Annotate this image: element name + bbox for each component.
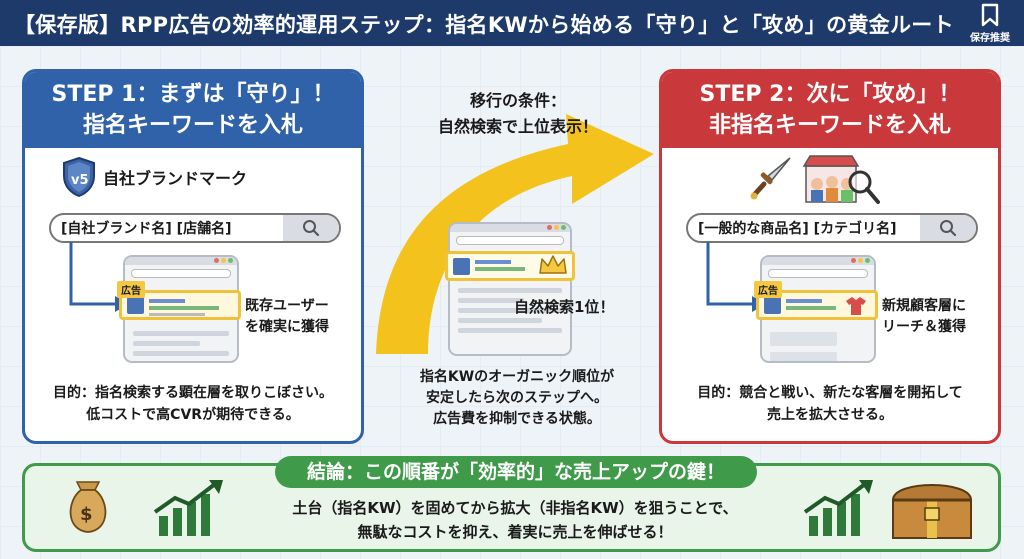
step1-search-bar[interactable]: [自社ブランド名] [店舗名] <box>49 213 341 243</box>
search-icon <box>303 220 320 237</box>
step2-side-line2: リーチ＆獲得 <box>882 319 966 335</box>
step1-header: STEP 1：まずは「守り」！ 指名キーワードを入札 <box>25 72 361 148</box>
treasure-chest-icon <box>891 484 973 539</box>
save-label: 保存推奨 <box>970 33 1010 44</box>
conclusion-line1: 土台（指名KW）を固めてから拡大（非指名KW）を狙うことで、 <box>292 499 738 517</box>
growth-chart-icon <box>803 480 873 536</box>
cond-line1: 移行の条件： <box>469 91 566 110</box>
header-bar: 【保存版】RPP広告の効率的運用ステップ：指名KWから始める「守り」と「攻め」の… <box>0 0 1024 46</box>
step2-side-line1: 新規顧客層に <box>882 298 966 314</box>
search-icon <box>940 220 957 237</box>
mid-text-line1: 指名KWのオーガニック順位が <box>419 369 615 385</box>
svg-text:$: $ <box>80 504 93 525</box>
shirt-icon <box>846 297 866 315</box>
organic-rank-label: 自然検索1位！ <box>514 298 615 316</box>
growth-chart-icon <box>153 480 223 536</box>
svg-text:v5: v5 <box>71 173 89 188</box>
step1-search-button[interactable] <box>283 215 339 241</box>
step1-title-line2: 指名キーワードを入札 <box>82 113 303 138</box>
step2-search-query: [一般的な商品名] [カテゴリ名] <box>698 221 897 237</box>
middle-phone-mockup <box>448 222 572 356</box>
step1-goal-line2: 低コストで高CVRが期待できる。 <box>86 407 300 423</box>
step2-card: STEP 2：次に「攻め」！ 非指名キーワードを入札 [一般的な商品名] [カテ… <box>659 69 1001 444</box>
step1-card: STEP 1：まずは「守り」！ 指名キーワードを入札 v5 自社ブランドマーク … <box>22 69 364 444</box>
brand-label: 自社ブランドマーク <box>103 169 248 188</box>
step2-title-line2: 非指名キーワードを入札 <box>708 113 951 138</box>
mid-text-line3: 広告費を抑制できる状態。 <box>433 411 601 427</box>
step1-goal: 目的：指名検索する顕在層を取りこぼさい。 低コストで高CVRが期待できる。 <box>33 382 353 426</box>
step2-side-text: 新規顧客層に リーチ＆獲得 <box>882 296 966 338</box>
shield-icon: v5 <box>63 156 95 198</box>
transition-description: 指名KWのオーガニック順位が 安定したら次のステップへ。 広告費を抑制できる状態… <box>376 367 658 430</box>
transition-arrow <box>376 114 654 354</box>
step2-goal-line2: 売上を拡大させる。 <box>767 407 893 423</box>
step2-goal: 目的：競合と戦い、新たな客層を開拓して 売上を拡大させる。 <box>670 382 990 426</box>
sword-icon <box>750 157 791 200</box>
step1-ad-tag: 広告 <box>117 281 145 298</box>
conclusion-text: 土台（指名KW）を固めてから拡大（非指名KW）を狙うことで、 無駄なコストを抑え… <box>255 496 775 544</box>
mid-text-line2: 安定したら次のステップへ。 <box>426 390 608 406</box>
step2-ad-tag: 広告 <box>754 281 782 298</box>
page-title: 【保存版】RPP広告の効率的運用ステップ：指名KWから始める「守り」と「攻め」の… <box>14 13 954 37</box>
step1-goal-line1: 目的：指名検索する顕在層を取りこぼさい。 <box>53 385 333 401</box>
step1-side-text: 既存ユーザー を確実に獲得 <box>245 296 329 338</box>
step1-side-line1: 既存ユーザー <box>245 298 329 314</box>
brand-mark: v5 自社ブランドマーク <box>61 156 247 198</box>
conclusion-panel: 結論：この順番が「効率的」な売上アップの鍵！ $ 土台（指名KW）を固めてから拡… <box>22 456 1001 552</box>
step1-side-line2: を確実に獲得 <box>245 319 329 335</box>
step2-goal-line1: 目的：競合と戦い、新たな客層を開拓して <box>697 385 963 401</box>
step1-title-line1: STEP 1：まずは「守り」！ <box>51 82 335 107</box>
cond-line2: 自然検索で上位表示！ <box>437 117 598 136</box>
step2-ad-result <box>756 290 878 320</box>
step2-search-button[interactable] <box>920 215 976 241</box>
transition-condition: 移行の条件： 自然検索で上位表示！ <box>418 88 618 140</box>
money-bag-icon: $ <box>69 481 107 533</box>
bookmark-icon <box>981 3 999 27</box>
conclusion-line2: 無駄なコストを抑え、着実に売上を伸ばせる！ <box>357 523 673 541</box>
save-bookmark-button[interactable]: 保存推奨 <box>962 2 1018 44</box>
step1-search-query: [自社ブランド名] [店舗名] <box>61 221 232 237</box>
conclusion-title: 結論：この順番が「効率的」な売上アップの鍵！ <box>275 456 757 488</box>
crown-icon <box>539 255 567 274</box>
step2-title-line1: STEP 2：次に「攻め」！ <box>699 82 961 107</box>
step2-header: STEP 2：次に「攻め」！ 非指名キーワードを入札 <box>662 72 998 148</box>
step2-search-bar[interactable]: [一般的な商品名] [カテゴリ名] <box>686 213 978 243</box>
shop-icon <box>802 155 880 204</box>
